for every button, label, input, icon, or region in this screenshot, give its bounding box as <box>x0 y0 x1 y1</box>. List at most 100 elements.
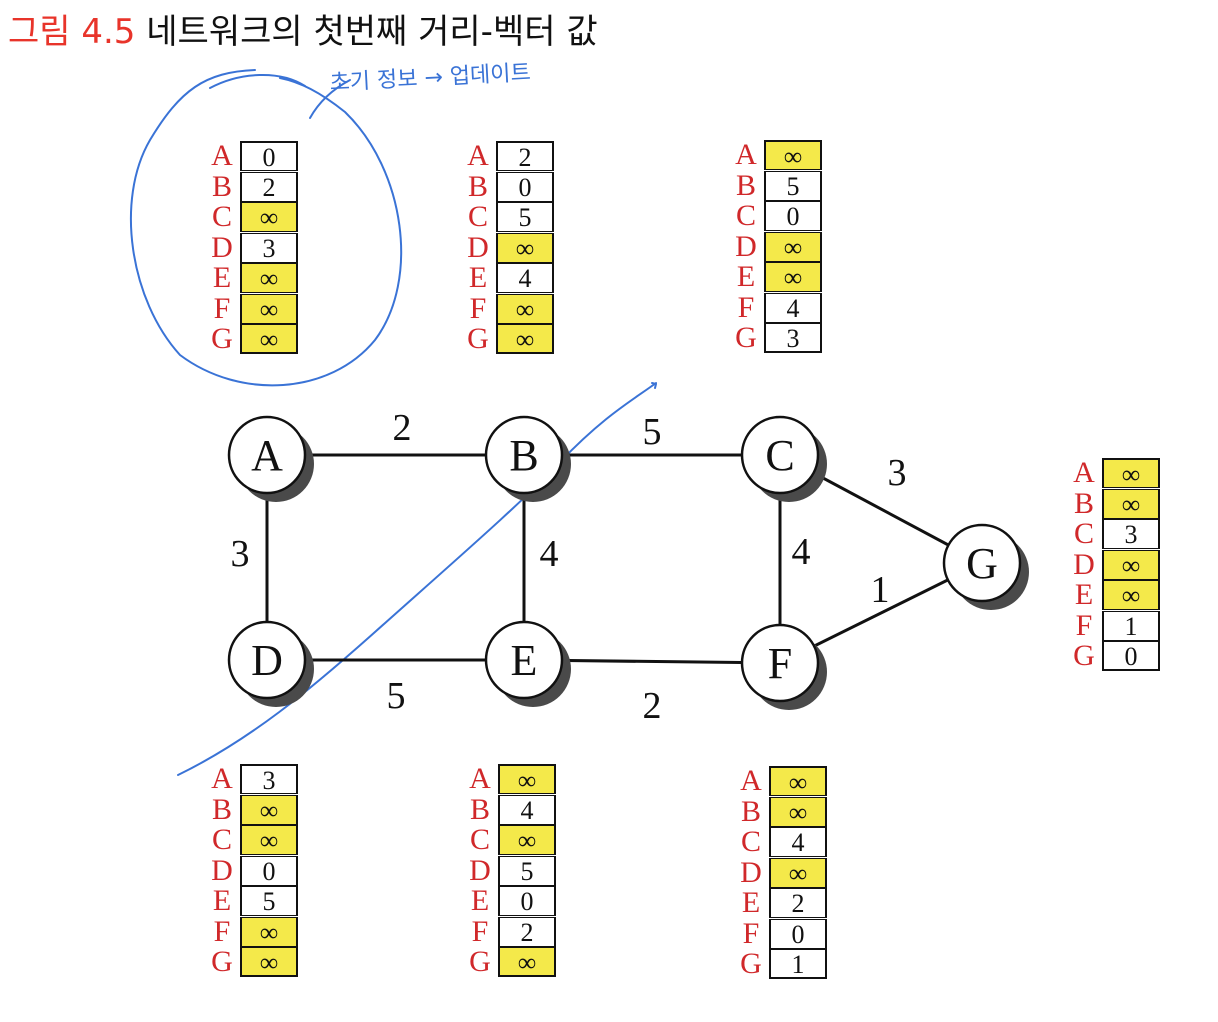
row-label: A <box>211 139 233 172</box>
distance-cell: ∞ <box>496 293 554 324</box>
distance-cell: ∞ <box>240 263 298 293</box>
distance-cell: ∞ <box>1102 458 1160 489</box>
distance-cell: ∞ <box>1102 488 1160 519</box>
node-f: F <box>740 623 827 710</box>
distance-cell: 2 <box>769 888 827 918</box>
distance-cell: 0 <box>496 171 554 202</box>
row-label: D <box>467 230 489 264</box>
distance-cell: 0 <box>240 855 298 886</box>
row-label: B <box>467 169 488 203</box>
row-label: G <box>211 945 233 978</box>
distance-cell: 5 <box>496 202 554 232</box>
row-label: F <box>469 291 487 325</box>
edge-cost-a-d: 3 <box>231 533 250 575</box>
row-label: D <box>740 855 762 889</box>
distance-cell: ∞ <box>240 825 298 855</box>
row-label: C <box>740 825 761 858</box>
figure-number: 그림 4.5 <box>8 12 136 52</box>
edge-cost-c-g: 3 <box>888 452 907 494</box>
distance-cell: 5 <box>240 886 298 916</box>
distance-cell: ∞ <box>240 293 298 324</box>
distance-cell: ∞ <box>496 324 554 354</box>
distance-cell: 3 <box>240 232 298 263</box>
row-label: A <box>1073 456 1095 489</box>
row-label: F <box>213 914 231 948</box>
row-label: A <box>211 762 233 795</box>
row-label: E <box>212 884 232 917</box>
distance-cell: 0 <box>764 201 822 231</box>
node-g: G <box>942 523 1029 610</box>
row-label: G <box>1073 639 1095 672</box>
distance-cell: ∞ <box>240 202 298 232</box>
distance-cell: 4 <box>764 292 822 323</box>
distance-cell: ∞ <box>769 766 827 797</box>
pen-slash <box>177 382 657 776</box>
distance-cell: 1 <box>1102 610 1160 641</box>
distance-cell: ∞ <box>496 232 554 263</box>
row-label: F <box>737 290 755 324</box>
distance-cell: 0 <box>498 886 556 916</box>
row-label: E <box>741 886 761 919</box>
row-label: D <box>211 853 233 887</box>
row-label: G <box>740 947 762 980</box>
pen-stroke <box>209 73 306 89</box>
pen-tick <box>651 382 657 389</box>
row-label: F <box>742 916 760 950</box>
row-label: E <box>736 260 756 293</box>
row-label: F <box>471 914 489 948</box>
row-label: G <box>469 945 491 978</box>
node-b: B <box>484 415 571 502</box>
distance-cell: 3 <box>1102 519 1160 549</box>
distance-cell: ∞ <box>498 947 556 977</box>
distance-cell: 0 <box>1102 641 1160 671</box>
row-label: A <box>735 138 757 171</box>
distance-cell: ∞ <box>240 916 298 947</box>
annotation-text: 초기 정보 → 업데이트 <box>329 60 531 96</box>
row-label: A <box>467 139 489 172</box>
row-label: B <box>740 794 761 828</box>
edge-cost-e-f: 2 <box>643 685 662 727</box>
figure-title: 그림 4.5 네트워크의 첫번째 거리-벡터 값 <box>8 10 598 54</box>
edge-cost-b-e: 4 <box>540 533 559 575</box>
distance-cell: ∞ <box>240 794 298 825</box>
distance-cell: ∞ <box>764 262 822 292</box>
row-label: G <box>735 321 757 354</box>
distance-cell: ∞ <box>1102 549 1160 580</box>
node-label: E <box>511 636 538 685</box>
distance-cell: ∞ <box>498 764 556 795</box>
distance-cell: 5 <box>764 170 822 201</box>
row-label: B <box>211 169 232 203</box>
distance-cell: 2 <box>498 916 556 947</box>
distance-cell: ∞ <box>764 231 822 262</box>
row-label: B <box>469 792 490 826</box>
row-label: E <box>468 261 488 294</box>
row-label: A <box>469 762 491 795</box>
pen-circle <box>129 69 403 387</box>
distance-cell: 2 <box>496 141 554 172</box>
node-label: B <box>509 431 538 480</box>
row-label: D <box>211 230 233 264</box>
row-label: B <box>735 168 756 202</box>
row-label: B <box>1073 486 1094 520</box>
edge-cost-f-g: 1 <box>871 569 890 611</box>
edge-cost-b-c: 5 <box>643 411 662 453</box>
node-e: E <box>484 620 571 707</box>
distance-cell: ∞ <box>1102 580 1160 610</box>
row-label: C <box>1073 517 1094 550</box>
distance-cell: 3 <box>764 323 822 353</box>
distance-cell: ∞ <box>769 796 827 827</box>
node-label: G <box>966 539 998 588</box>
node-label: D <box>251 636 283 685</box>
distance-cell: 1 <box>769 949 827 979</box>
row-label: F <box>213 291 231 325</box>
row-label: A <box>740 764 762 797</box>
node-c: C <box>740 415 827 502</box>
row-label: E <box>212 261 232 294</box>
node-label: C <box>765 431 794 480</box>
distance-cell: ∞ <box>240 324 298 354</box>
row-label: C <box>211 200 232 233</box>
row-label: G <box>211 322 233 355</box>
distance-cell: 5 <box>498 855 556 886</box>
